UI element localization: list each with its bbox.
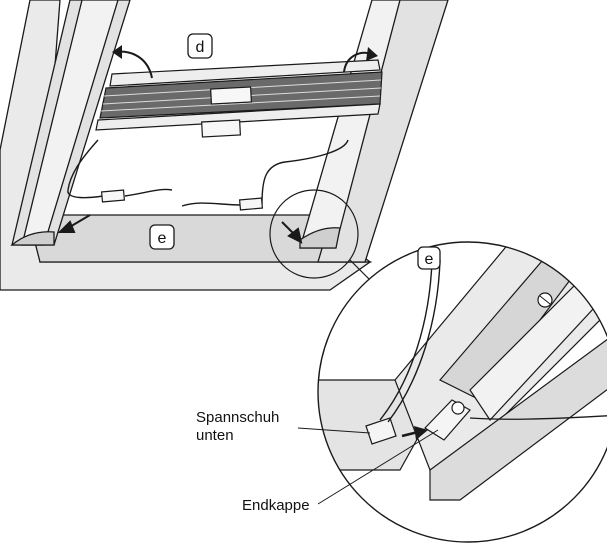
top-rail bbox=[109, 59, 381, 87]
frame-bottom-sill bbox=[27, 214, 372, 263]
step-d-text: d bbox=[196, 39, 205, 56]
label-spannschuh-line1: Spannschuh bbox=[196, 409, 279, 426]
bottom-rail bbox=[95, 103, 381, 131]
step-e-text: e bbox=[158, 230, 167, 247]
tension-shoe-detail bbox=[365, 417, 397, 445]
upper-handle bbox=[210, 86, 253, 105]
lower-handle bbox=[201, 119, 242, 138]
rotate-arrows bbox=[112, 45, 378, 79]
callouts: Spannschuh unten Endkappe bbox=[196, 409, 439, 514]
motion-arrows bbox=[57, 214, 303, 244]
window-frame bbox=[0, 0, 449, 291]
step-e-badge: e bbox=[149, 224, 175, 250]
leader-endkappe bbox=[317, 429, 439, 505]
zoom-source-circle bbox=[269, 189, 359, 279]
left-end-cap bbox=[10, 231, 55, 246]
label-endkappe: Endkappe bbox=[242, 497, 310, 514]
cord-tensioners bbox=[100, 189, 264, 211]
tension-cords bbox=[67, 139, 349, 207]
label-spannschuh-line2: unten bbox=[196, 427, 234, 444]
detail-circle bbox=[317, 241, 607, 543]
step-e-detail-badge: e bbox=[417, 246, 441, 270]
blind-rail bbox=[95, 59, 383, 138]
step-d-badge: d bbox=[187, 33, 213, 59]
right-end-cap bbox=[299, 227, 341, 249]
leader-spannschuh bbox=[297, 427, 371, 434]
step-e-detail-text: e bbox=[425, 251, 434, 268]
detail-view bbox=[318, 242, 607, 542]
